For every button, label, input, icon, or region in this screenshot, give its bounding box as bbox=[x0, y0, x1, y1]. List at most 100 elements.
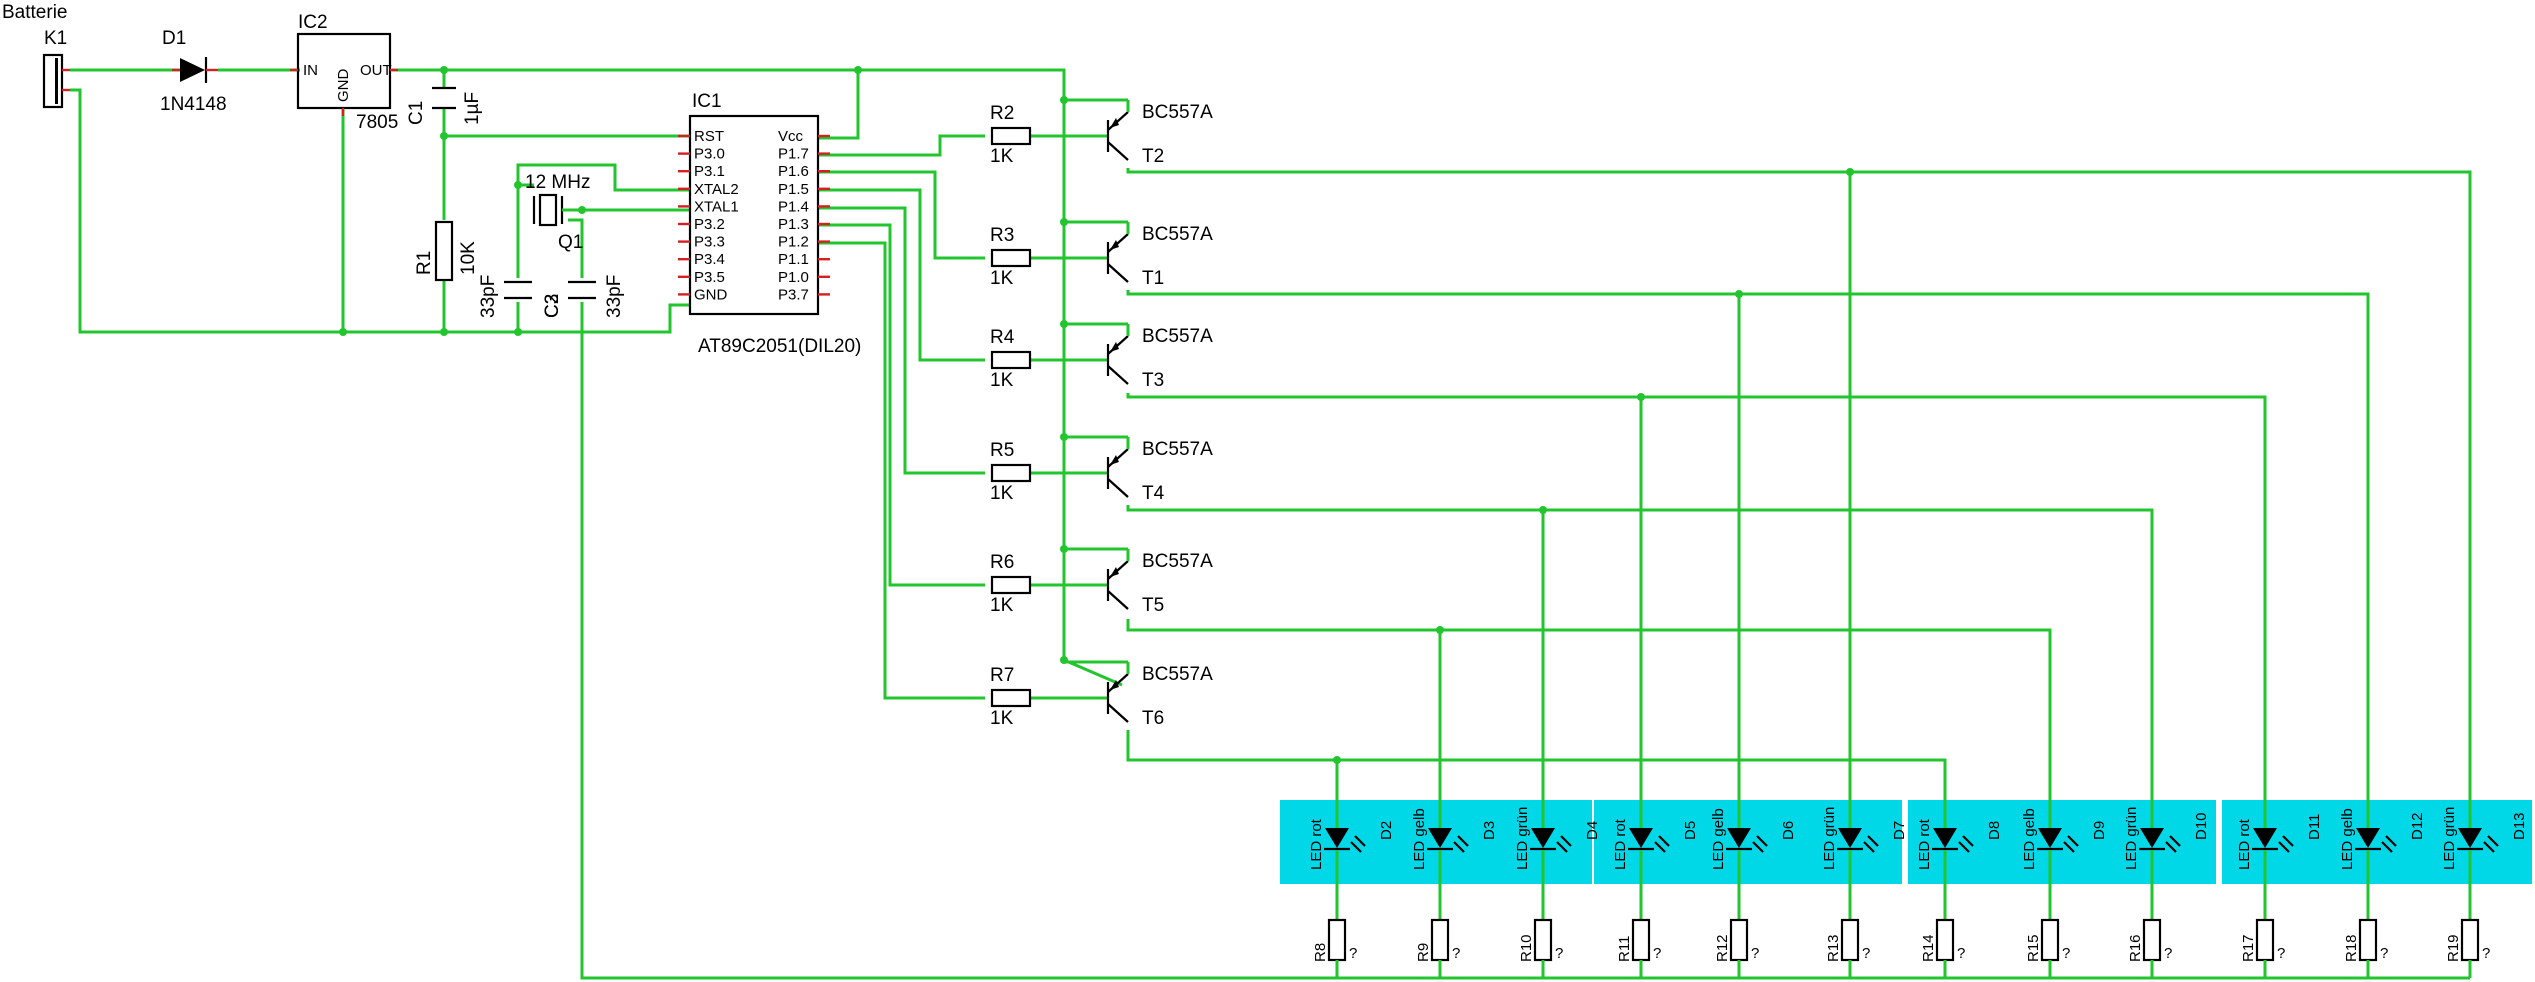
led-resistor-value: ? bbox=[1653, 945, 1661, 962]
led-resistor: R19? bbox=[2445, 918, 2490, 978]
mcu-left-pin: XTAL1 bbox=[694, 198, 739, 215]
c1-value: 1µF bbox=[462, 92, 483, 125]
led-resistor-ref: R13 bbox=[1825, 934, 1842, 962]
transistor-type: BC557A bbox=[1142, 664, 1213, 685]
junctions bbox=[339, 66, 1854, 764]
led-ref: D5 bbox=[1682, 821, 1699, 840]
q1-ref: Q1 bbox=[558, 232, 583, 253]
led-resistor-value: ? bbox=[2062, 945, 2070, 962]
mcu-right-pin: P1.5 bbox=[778, 181, 809, 198]
led-resistor: R15? bbox=[2025, 918, 2070, 978]
wires-static bbox=[70, 68, 2472, 980]
resistor-ref: R7 bbox=[990, 665, 1014, 686]
ic2-pin-in: IN bbox=[303, 62, 318, 79]
mcu-right-pin: P1.4 bbox=[778, 198, 809, 215]
transistor-ref: T5 bbox=[1142, 595, 1164, 616]
base-resistor: R7 1K bbox=[990, 665, 1108, 729]
led-resistor-ref: R10 bbox=[1518, 934, 1535, 962]
led-resistor-value: ? bbox=[1751, 945, 1759, 962]
mcu-left-pin: RST bbox=[694, 128, 724, 145]
resistor-ref: R2 bbox=[990, 103, 1014, 124]
ic2-pin-out: OUT bbox=[360, 62, 392, 79]
mcu-left-pin: GND bbox=[694, 286, 728, 303]
led-resistor: R16? bbox=[2127, 918, 2172, 978]
led-label: LED rot bbox=[2236, 818, 2253, 870]
led-label: LED rot bbox=[1612, 818, 1629, 870]
mcu-right-pin: P1.1 bbox=[778, 251, 809, 268]
led-ref: D9 bbox=[2091, 821, 2108, 840]
transistor-ref: T3 bbox=[1142, 370, 1164, 391]
transistor-type: BC557A bbox=[1142, 439, 1213, 460]
resistor-ref: R6 bbox=[990, 552, 1014, 573]
led-resistor-value: ? bbox=[2482, 945, 2490, 962]
led-resistor-ref: R9 bbox=[1415, 943, 1432, 962]
resistor-value: 1K bbox=[990, 268, 1014, 289]
led-ref: D8 bbox=[1986, 821, 2003, 840]
resistor-value: 1K bbox=[990, 595, 1014, 616]
led-resistor-ref: R14 bbox=[1920, 934, 1937, 962]
r1-value: 10K bbox=[458, 241, 479, 275]
led-label: LED grün bbox=[2123, 807, 2140, 870]
led-resistor-value: ? bbox=[2380, 945, 2388, 962]
c2-value: 33pF bbox=[478, 275, 499, 318]
mcu-left-pin: P3.0 bbox=[694, 146, 725, 163]
led-label: LED rot bbox=[1308, 818, 1325, 870]
led-group-4 bbox=[2222, 800, 2532, 884]
resistor-value: 1K bbox=[990, 483, 1014, 504]
mcu-left-pin: P3.1 bbox=[694, 163, 725, 180]
resistor-ref: R4 bbox=[990, 327, 1015, 348]
mcu-right-pin: P1.7 bbox=[778, 146, 809, 163]
mcu-right-pin: P3.7 bbox=[778, 286, 809, 303]
d1-ref: D1 bbox=[162, 28, 186, 49]
mcu-ic1: IC1 AT89C2051(DIL20) RSTP3.0P3.1XTAL2XTA… bbox=[678, 91, 861, 357]
led-resistor-ref: R18 bbox=[2343, 934, 2360, 962]
pnp-transistor: BC557A T4 bbox=[1064, 435, 1213, 504]
mcu-left-pin: P3.5 bbox=[694, 269, 725, 286]
led-label: LED rot bbox=[1916, 818, 1933, 870]
cap-c3: C3 33pF bbox=[542, 275, 625, 318]
mcu-right-pin: Vcc bbox=[778, 128, 804, 145]
q1-value: 12 MHz bbox=[525, 172, 590, 193]
led-label: LED grün bbox=[1821, 807, 1838, 870]
cap-c1: C1 1µF bbox=[406, 86, 483, 125]
led-label: LED gelb bbox=[2339, 808, 2356, 870]
led-resistor-ref: R15 bbox=[2025, 934, 2042, 962]
led: LED rot D8 bbox=[1916, 818, 2003, 920]
led-resistor-value: ? bbox=[1957, 945, 1965, 962]
transistor-type: BC557A bbox=[1142, 551, 1213, 572]
mcu-right-pin: P1.2 bbox=[778, 234, 809, 251]
led-resistor-value: ? bbox=[1862, 945, 1870, 962]
led-label: LED grün bbox=[2441, 807, 2458, 870]
diode-d1: D1 1N4148 bbox=[160, 28, 227, 115]
led-resistor-ref: R12 bbox=[1714, 934, 1731, 962]
c1-ref: C1 bbox=[406, 101, 427, 125]
mcu-left-pin: XTAL2 bbox=[694, 181, 739, 198]
battery-ref: K1 bbox=[44, 28, 67, 49]
c3-value: 33pF bbox=[604, 275, 625, 318]
mcu-right-pin: P1.0 bbox=[778, 269, 809, 286]
led-resistor-ref: R16 bbox=[2127, 934, 2144, 962]
transistor-ref: T4 bbox=[1142, 483, 1165, 504]
led-ref: D3 bbox=[1481, 821, 1498, 840]
led-resistor-value: ? bbox=[1349, 945, 1357, 962]
led-ref: D4 bbox=[1584, 821, 1601, 840]
led-label: LED gelb bbox=[2021, 808, 2038, 870]
resistor-value: 1K bbox=[990, 370, 1014, 391]
led-resistor: R14? bbox=[1920, 918, 1965, 978]
c2-ref: C2 bbox=[542, 294, 563, 318]
led: LED gelb D9 bbox=[2021, 808, 2108, 920]
base-resistor: R4 1K bbox=[990, 327, 1108, 391]
resistor-value: 1K bbox=[990, 708, 1014, 729]
led-resistor-ref: R19 bbox=[2445, 934, 2462, 962]
